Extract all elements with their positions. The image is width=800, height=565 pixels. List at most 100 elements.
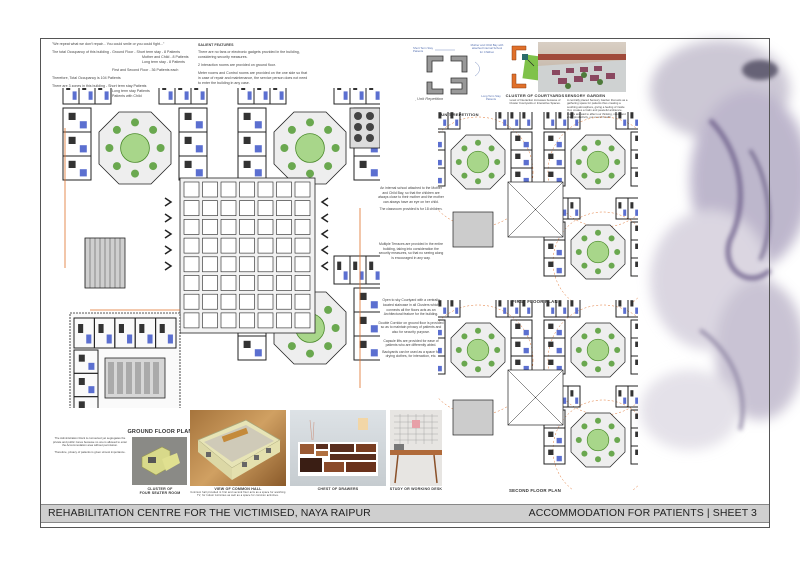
paving: [239, 256, 255, 273]
tree: [306, 118, 314, 127]
fixture: [200, 91, 205, 100]
ground-floor-plan-drawing: [62, 88, 380, 408]
fixture: [515, 119, 519, 126]
paving: [202, 275, 218, 291]
chevron: [164, 213, 173, 223]
paving: [276, 256, 292, 273]
room: [630, 221, 638, 241]
bed: [546, 300, 550, 307]
second-floor-plan-caption: SECOND FLOOR PLAN: [509, 488, 561, 493]
paving: [294, 293, 311, 310]
bed: [515, 359, 521, 365]
fixture: [343, 271, 348, 280]
room: [630, 445, 638, 465]
zones-3: Patients with Child: [112, 94, 142, 98]
fixture: [279, 91, 284, 100]
bed: [635, 323, 638, 329]
bed: [635, 341, 638, 347]
room: [615, 385, 629, 408]
room: [438, 167, 446, 187]
fixture: [563, 119, 567, 126]
paving: [276, 219, 292, 235]
fixture: [247, 91, 252, 100]
paving: [202, 237, 218, 254]
bed: [635, 243, 638, 249]
room: [495, 112, 509, 130]
bed: [369, 88, 374, 90]
bed: [618, 300, 622, 307]
room: [615, 112, 629, 130]
bed: [337, 88, 342, 90]
room: [495, 300, 509, 318]
four-seater-room-image: [132, 437, 187, 485]
room: [507, 112, 521, 130]
fixture: [72, 91, 77, 100]
tree: [608, 450, 615, 457]
room: [237, 335, 267, 361]
bed: [78, 354, 85, 362]
first-floor-plan-caption: FIRST FLOOR PLAN: [512, 299, 558, 304]
chevron: [320, 245, 329, 255]
tree: [595, 456, 601, 463]
room: [447, 300, 461, 318]
paving: [220, 293, 237, 310]
fixture: [438, 347, 442, 354]
fixture: [563, 307, 567, 314]
sensory-garden-image: [538, 42, 626, 92]
tree: [595, 366, 601, 373]
paving: [239, 181, 255, 198]
bed: [558, 112, 562, 119]
tree: [608, 172, 615, 179]
courtyard-garden: [586, 240, 610, 264]
svg-text:Unit Repetition: Unit Repetition: [417, 96, 444, 101]
unit-label: Unit Repetition: [415, 100, 416, 101]
tree: [608, 262, 615, 269]
fixture: [359, 91, 364, 100]
admin-note-text-2: Therefore, privacy of patients is given …: [54, 449, 126, 454]
room: [555, 112, 569, 130]
tree: [488, 333, 495, 340]
bed: [548, 261, 554, 267]
tree: [494, 347, 501, 353]
tree: [112, 162, 121, 171]
occupancy-upper: First and Second Floor - 36 Patients eac…: [112, 68, 179, 72]
paving: [257, 219, 274, 235]
fixture: [575, 119, 579, 126]
fixture: [635, 209, 638, 216]
tree: [324, 162, 333, 171]
fixture: [575, 307, 579, 314]
chest-of-drawers-image: [290, 410, 386, 486]
sheet-frame: [40, 38, 770, 528]
tree: [455, 159, 462, 165]
bed: [194, 88, 199, 90]
fixture: [168, 91, 173, 100]
fixture: [556, 177, 562, 184]
paving: [276, 275, 292, 291]
project-title: REHABILITATION CENTRE FOR THE VICTIMISED…: [48, 507, 371, 519]
tree: [131, 118, 139, 127]
paving: [276, 293, 292, 310]
bed: [630, 390, 634, 397]
tree: [494, 159, 501, 165]
bed: [630, 112, 634, 119]
fixture: [88, 362, 95, 370]
second-floor-plan-drawing: [438, 300, 638, 490]
bed: [635, 413, 638, 419]
fixture: [635, 397, 638, 404]
room: [630, 427, 638, 447]
bed: [570, 112, 574, 119]
room: [62, 155, 92, 181]
bed: [635, 171, 638, 177]
bed: [548, 431, 554, 437]
fixture: [370, 145, 378, 153]
seating: [108, 362, 114, 394]
bed: [243, 160, 251, 168]
bed: [515, 153, 521, 159]
fixture: [184, 91, 189, 100]
tree: [608, 360, 615, 367]
sensory-garden-note-2: Colors are said to affect our thinking, …: [567, 112, 626, 120]
salient-item: There are no fans or electronic gadgets …: [198, 50, 300, 59]
table: [366, 123, 374, 131]
plan-note: Double Corridor on ground floor is provi…: [378, 320, 444, 334]
paving: [183, 200, 200, 216]
